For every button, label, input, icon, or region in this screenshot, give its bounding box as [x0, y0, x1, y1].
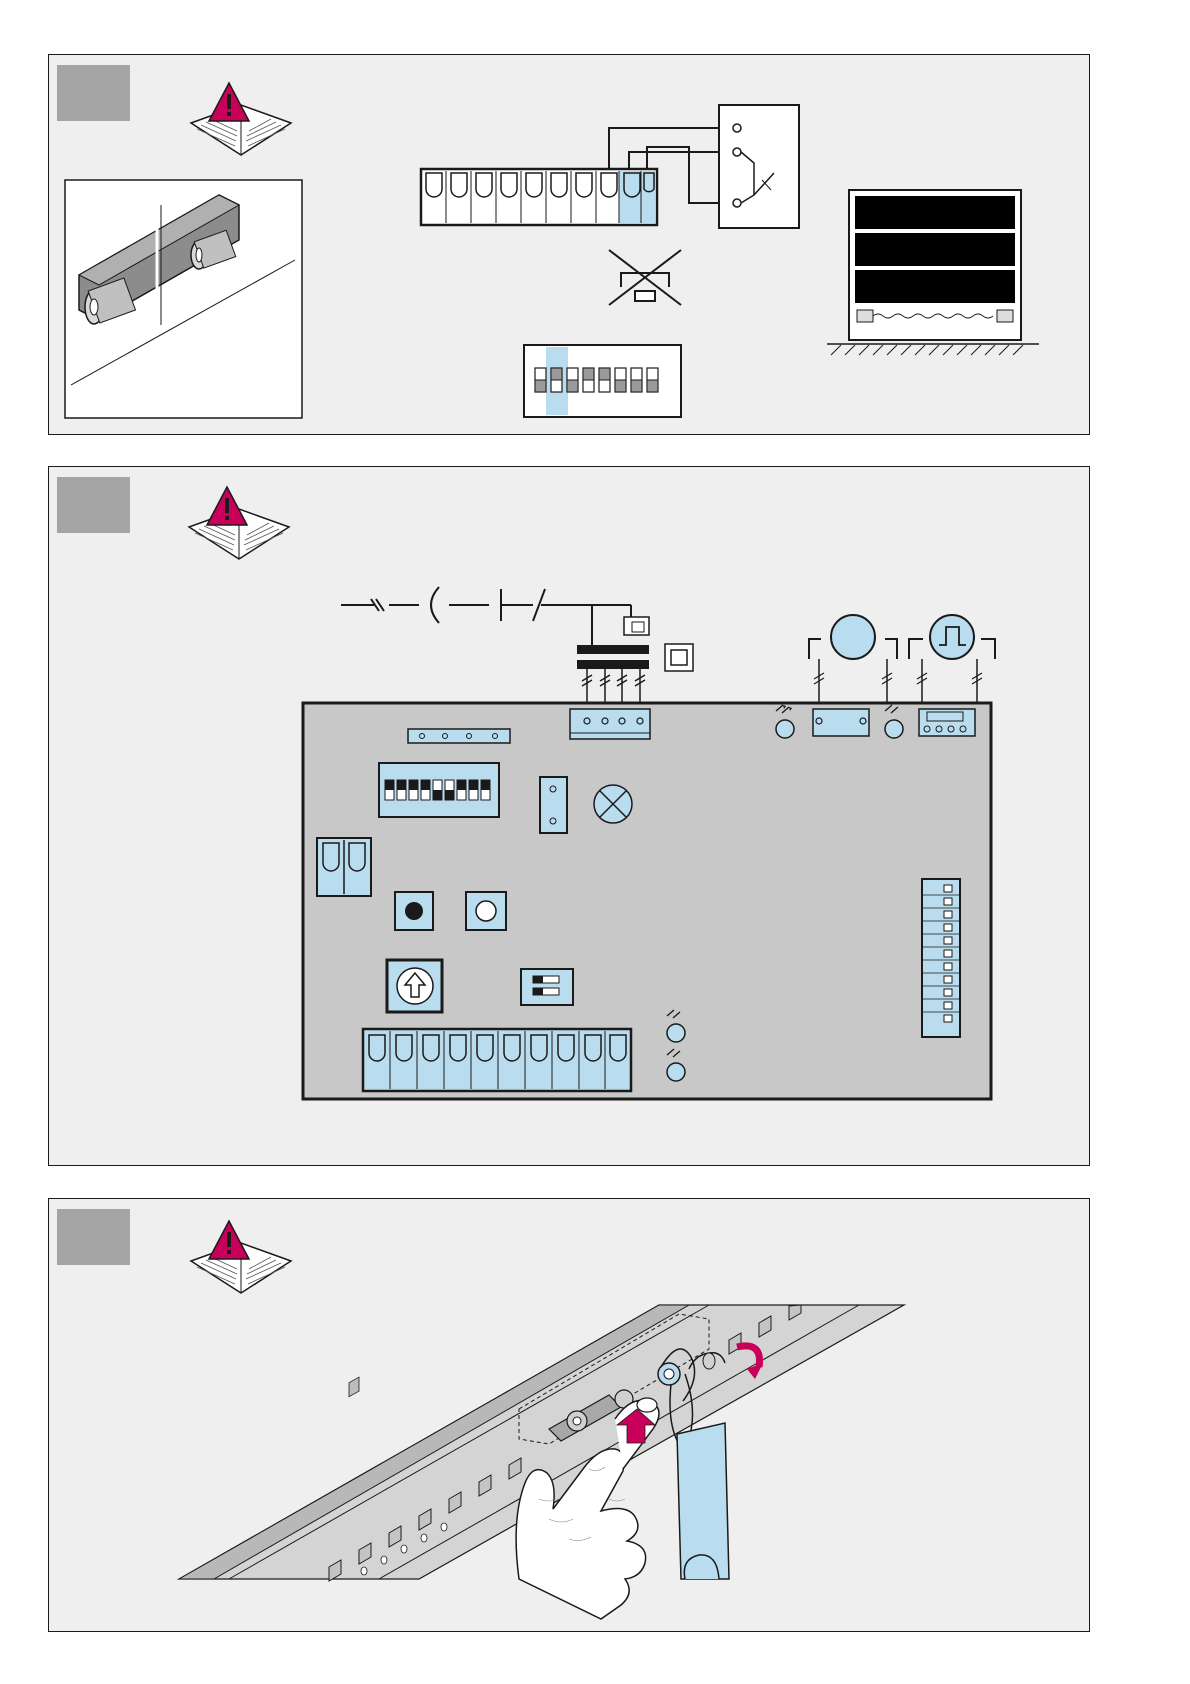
safety-contact-icon [719, 105, 799, 228]
safety-edge-door-icon [827, 190, 1039, 355]
panel-2-diagram [49, 467, 1091, 1167]
panel-3-diagram [49, 1199, 1091, 1633]
pulse-generator-icon [909, 615, 995, 705]
dip-switch-icon [524, 345, 681, 417]
transformer-leads [582, 669, 645, 705]
panel-1-diagram [49, 55, 1091, 436]
warning-manual-icon [191, 1221, 291, 1293]
warning-manual-icon [189, 487, 289, 559]
panel-2 [48, 466, 1090, 1166]
panel-3 [48, 1198, 1090, 1632]
transformer-icon [577, 644, 693, 671]
motor-icon [809, 615, 897, 705]
lamp-icon [594, 785, 632, 823]
terminal-strip-icon [421, 169, 657, 225]
mains-supply-icon [341, 587, 631, 645]
panel-1 [48, 54, 1090, 435]
circuit-board-icon [303, 703, 991, 1099]
warning-manual-icon [191, 83, 291, 155]
no-bridge-icon [609, 250, 681, 305]
door-cylinder-icon [65, 180, 302, 418]
